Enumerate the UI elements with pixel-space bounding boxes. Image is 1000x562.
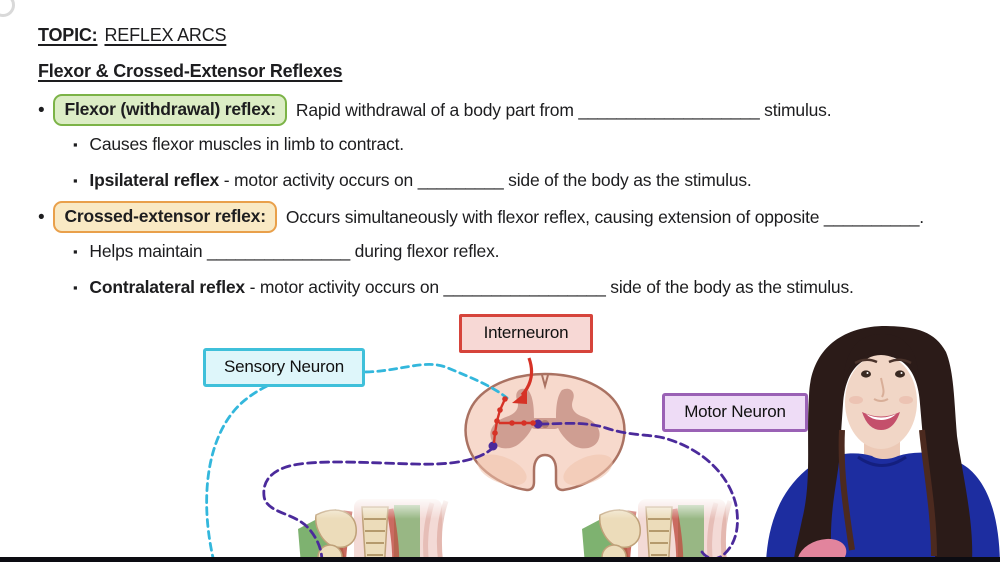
interneuron-label: Interneuron — [459, 314, 593, 353]
interneuron-arrow — [512, 357, 534, 404]
right-hip-illustration — [580, 497, 740, 562]
contralateral-text: - motor activity occurs on _____________… — [244, 277, 854, 297]
motor-neuron-label: Motor Neuron — [662, 393, 808, 432]
contralateral-line: Contralateral reflex - motor activity oc… — [89, 277, 853, 298]
spinal-cord-cross-section — [464, 372, 626, 492]
bullet-flexor-reflex: • Flexor (withdrawal) reflex: Rapid with… — [38, 94, 832, 126]
gray-matter-right-wing — [556, 388, 600, 449]
gray-matter-left-wing — [490, 388, 534, 449]
bullet-icon: • — [38, 206, 45, 228]
square-bullet-icon: ▪ — [73, 173, 78, 188]
subbullet-ipsilateral: ▪ Ipsilateral reflex - motor activity oc… — [73, 170, 752, 191]
ipsilateral-text: - motor activity occurs on _________ sid… — [219, 170, 752, 190]
letterbox-bar — [0, 557, 1000, 562]
central-canal — [541, 420, 549, 428]
topic-title: REFLEX ARCS — [104, 25, 227, 45]
sensory-neuron-path — [205, 363, 509, 562]
square-bullet-icon: ▪ — [73, 244, 78, 259]
bullet-icon: • — [38, 99, 45, 121]
subbullet-contralateral: ▪ Contralateral reflex - motor activity … — [73, 277, 854, 298]
square-bullet-icon: ▪ — [73, 137, 78, 152]
sensory-neuron-label: Sensory Neuron — [203, 348, 365, 387]
subbullet-text: Helps maintain _______________ during fl… — [89, 241, 500, 261]
flexor-reflex-term: Flexor (withdrawal) reflex: — [53, 94, 287, 126]
ipsilateral-line: Ipsilateral reflex - motor activity occu… — [89, 170, 751, 191]
topic-line: TOPIC: REFLEX ARCS — [38, 25, 227, 46]
corner-artifact — [0, 0, 15, 17]
ipsilateral-term: Ipsilateral reflex — [89, 170, 220, 190]
bullet-crossed-extensor: • Crossed-extensor reflex: Occurs simult… — [38, 201, 924, 233]
flexor-reflex-text: Rapid withdrawal of a body part from ___… — [295, 99, 832, 120]
motor-soma-right — [533, 419, 543, 429]
section-title: Flexor & Crossed-Extensor Reflexes — [38, 61, 343, 81]
subbullet-text: Causes flexor muscles in limb to contrac… — [89, 134, 404, 154]
subbullet-flexor-muscles: ▪ Causes flexor muscles in limb to contr… — [73, 134, 404, 155]
crossed-extensor-text: Occurs simultaneously with flexor reflex… — [285, 206, 924, 227]
square-bullet-icon: ▪ — [73, 280, 78, 295]
contralateral-term: Contralateral reflex — [89, 277, 245, 297]
presenter-person — [766, 326, 1000, 562]
topic-label: TOPIC: — [38, 25, 98, 45]
crossed-extensor-term: Crossed-extensor reflex: — [53, 201, 277, 233]
subbullet-helps-maintain: ▪ Helps maintain _______________ during … — [73, 241, 500, 262]
interneuron-chain — [492, 396, 536, 444]
motor-soma-left — [488, 441, 498, 451]
motor-neuron-path-left — [262, 445, 496, 562]
motor-neuron-path-right — [538, 421, 739, 561]
left-hip-illustration — [296, 497, 456, 562]
